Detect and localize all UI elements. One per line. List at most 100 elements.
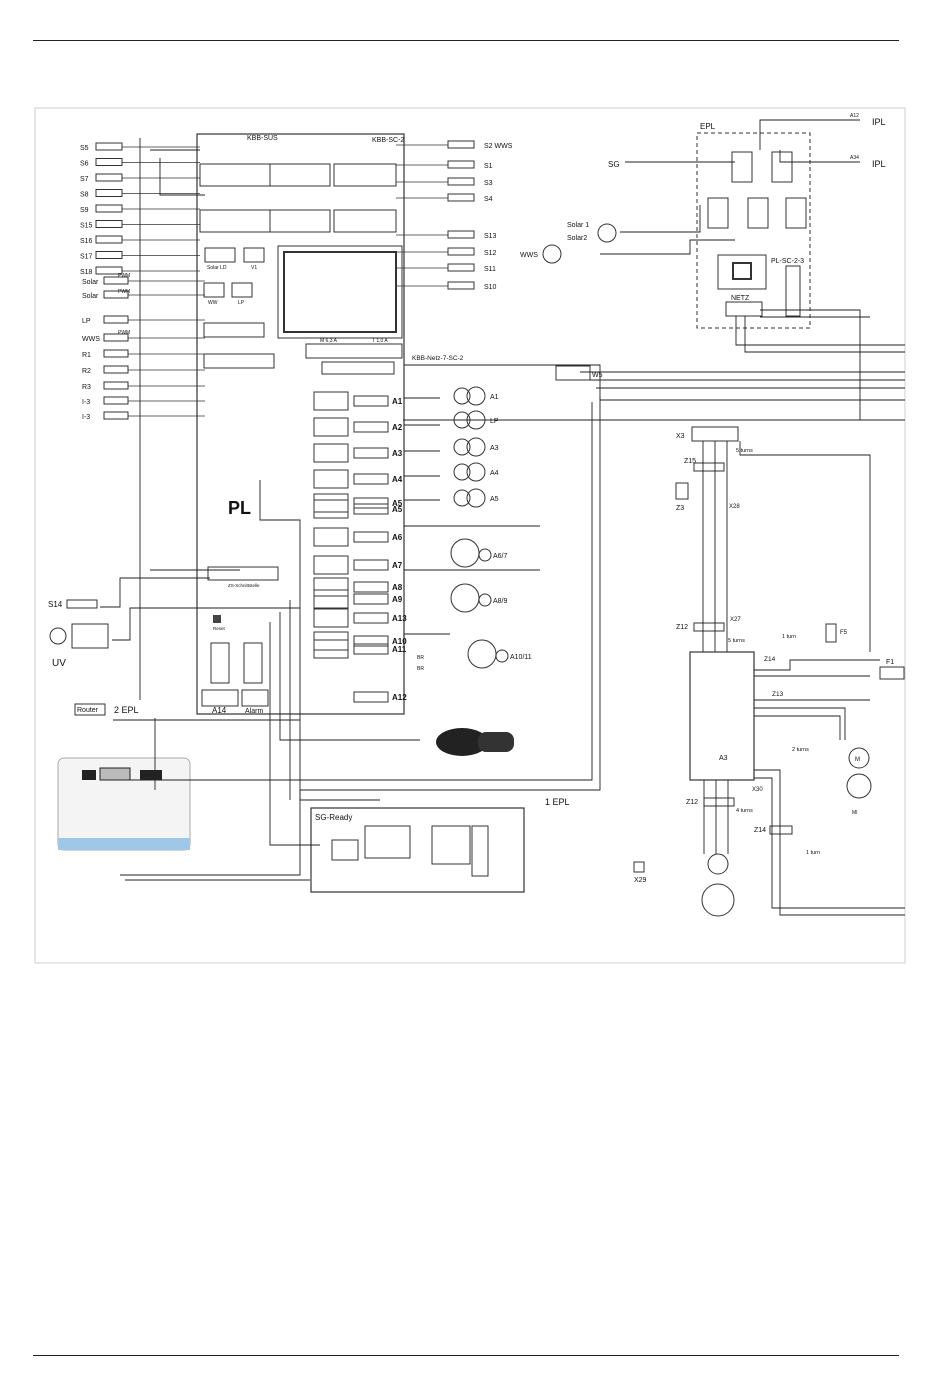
relay [313, 527, 349, 547]
pwm-label-3: PWM [118, 330, 130, 336]
solar2-label: Solar2 [567, 235, 587, 242]
right-sensor-symbol [447, 247, 475, 256]
x30-label: X30 [752, 787, 763, 793]
output-terminal [353, 421, 389, 433]
relay [313, 499, 349, 519]
solar-ld-label: Solar LD [207, 265, 227, 271]
left-sensor-item: S9 [80, 204, 200, 214]
s14-label: S14 [48, 600, 63, 609]
alarm-connector [241, 689, 269, 707]
one-epl-label: 1 EPL [545, 797, 570, 807]
router-port-lan [82, 770, 96, 780]
sg-ready-relay-a [364, 825, 411, 859]
z12b-choke [703, 797, 735, 807]
z3-component [675, 482, 689, 500]
pump-motor [466, 488, 486, 508]
right-sensor-label: S12 [484, 250, 497, 257]
left-input-label: I-3 [82, 399, 90, 406]
pump-label: A3 [490, 445, 499, 452]
kbb-netz-label: KBB-Netz-7-SC-2 [412, 355, 464, 362]
plsc-label: PL-SC-2-3 [771, 258, 804, 265]
z13-label: Z13 [772, 691, 784, 698]
left-sensor-item: S15 [80, 220, 200, 230]
sg-ready-input [331, 839, 359, 861]
netz-label: NETZ [731, 295, 750, 302]
left-input-symbol [103, 365, 129, 374]
relay [313, 443, 349, 463]
left-input-item: LP [82, 315, 205, 325]
pump-body [453, 489, 471, 507]
one-turn-label: 1 turn [782, 634, 796, 640]
left-sensor-symbol [95, 189, 123, 197]
netz-terminal-epl [725, 301, 763, 317]
left-input-symbol [103, 290, 129, 299]
left-sensor-item: S8 [80, 189, 200, 199]
output-terminal [353, 635, 389, 647]
left-input-label: LP [82, 318, 91, 325]
right-sensor-symbol [447, 230, 475, 239]
output-terminal [353, 691, 389, 703]
right-sensor-item: S11 [396, 263, 496, 273]
r-connector [203, 322, 265, 338]
output-terminal [353, 395, 389, 407]
sg-label: SG [608, 160, 620, 169]
relay-column [313, 391, 349, 659]
fuse-block [305, 343, 403, 359]
f5-fuse [825, 623, 837, 643]
pump-motor [466, 462, 486, 482]
z14b-label: Z14 [754, 827, 766, 834]
v1-label: V1 [251, 265, 257, 271]
right-sensor-label: S11 [484, 266, 496, 273]
fuse-a-label: M 6,3 A [320, 338, 338, 344]
output-label: A12 [392, 693, 407, 702]
output-terminal [353, 559, 389, 571]
pump-body [453, 387, 471, 405]
pump-motor [466, 437, 486, 457]
epl-display [717, 254, 767, 290]
left-sensor-label: S7 [80, 176, 89, 183]
left-sensor-symbol [95, 220, 123, 228]
ipl-top-label: IPL [872, 117, 886, 127]
left-sensor-label: S18 [80, 269, 93, 276]
left-input-symbol [103, 411, 129, 420]
f5-label: F5 [840, 630, 848, 636]
socket-right [243, 642, 263, 684]
left-input-symbol [103, 276, 129, 285]
left-input-label: R1 [82, 352, 91, 359]
output-label: A3 [392, 449, 403, 458]
left-input-label: I-3 [82, 414, 90, 421]
router-label: Router [77, 707, 99, 714]
router-base [58, 838, 190, 850]
left-input-symbol [103, 349, 129, 358]
left-input-item: I-3 [82, 411, 205, 421]
x29-connector [633, 861, 645, 873]
left-sensor-label: S17 [80, 254, 93, 261]
wiring-lines [100, 119, 905, 916]
left-input-item: Solar [82, 290, 205, 300]
five-turns-b-label: 5 turns [728, 638, 745, 644]
a14-connector [201, 689, 239, 707]
v1-connector [243, 247, 265, 263]
left-input-symbol [103, 381, 129, 390]
w5-label: W5 [592, 372, 603, 379]
right-sensor-label: S3 [484, 180, 493, 187]
right-sensor-item: S13 [396, 230, 497, 240]
left-input-symbol [103, 396, 129, 405]
plsc-terminal [785, 265, 801, 317]
a12-top-label: A12 [850, 113, 859, 119]
wws-pump-label: WWS [520, 252, 538, 259]
two-turns-label: 2 turns [792, 747, 809, 753]
epl-label: EPL [700, 122, 716, 131]
kbb-sus-label: KBB-SÜS [247, 134, 278, 142]
alarm-label: Alarm [245, 708, 263, 715]
z3-label: Z3 [676, 505, 684, 512]
left-input-item: R2 [82, 365, 205, 375]
solar1-label: Solar 1 [567, 222, 589, 229]
br-label-2: BR [417, 666, 424, 672]
sg-ready-relay-b [431, 825, 471, 865]
relay [313, 555, 349, 575]
output-label: A11 [392, 645, 407, 654]
